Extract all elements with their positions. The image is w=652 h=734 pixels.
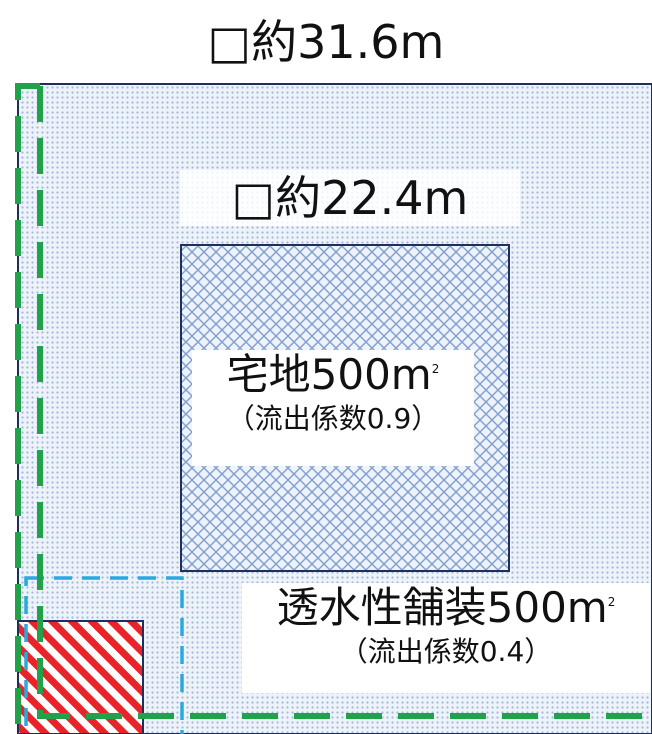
residential-coefficient: （流出係数0.9）	[226, 402, 440, 435]
permeable-area-label: 透水性舗装500m2	[276, 583, 616, 632]
inner-dimension-label: □約22.4m	[180, 170, 520, 226]
permeable-label-box: 透水性舗装500m2 （流出係数0.4）	[242, 583, 650, 693]
blue-dashed-outline	[24, 576, 184, 734]
residential-label-box: 宅地500m2 （流出係数0.9）	[192, 350, 474, 466]
outer-dimension-label: □約31.6m	[207, 15, 445, 69]
permeable-coefficient: （流出係数0.4）	[339, 635, 553, 668]
red-hatched-area	[17, 620, 144, 734]
green-dashed-outline	[15, 83, 652, 734]
residential-area-label: 宅地500m2	[226, 350, 440, 399]
